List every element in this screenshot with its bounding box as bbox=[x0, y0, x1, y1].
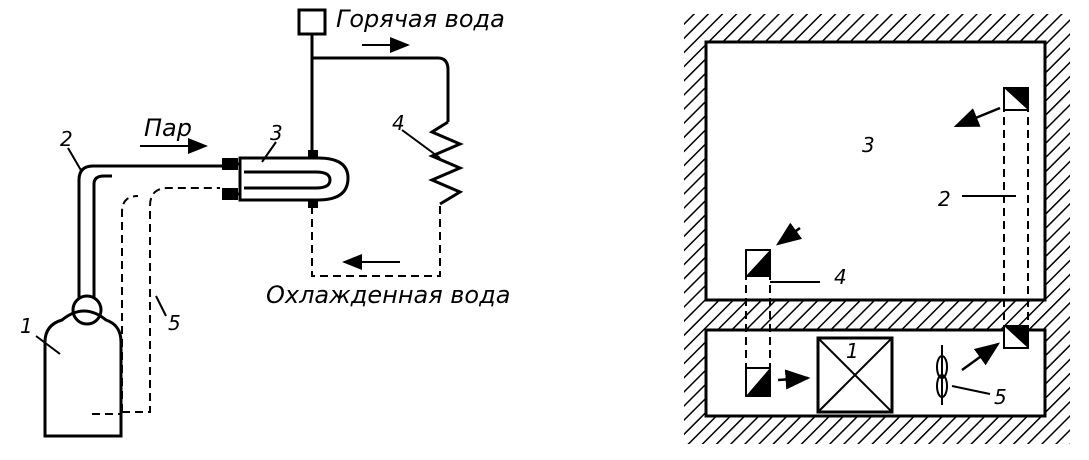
label-4: 4 bbox=[834, 265, 847, 289]
left-diagram: Горячая вода Пар Охлажденная вода 1 2 3 … bbox=[20, 5, 510, 438]
right-diagram: 3 2 4 1 5 bbox=[684, 14, 1070, 444]
steam-pipe bbox=[77, 164, 224, 298]
hot-water-line bbox=[297, 8, 450, 150]
return-air-arrow bbox=[775, 222, 803, 246]
grille-top-right bbox=[1003, 87, 1029, 111]
label-3: 3 bbox=[862, 133, 875, 157]
boiler bbox=[43, 294, 123, 438]
cooled-water-label: Охлажденная вода bbox=[266, 281, 510, 309]
grille-left-upper bbox=[745, 249, 771, 277]
label-5: 5 bbox=[168, 311, 181, 335]
return-duct bbox=[745, 272, 771, 396]
air-vent-box bbox=[297, 8, 327, 36]
heat-exchanger bbox=[222, 150, 350, 208]
air-handler-unit bbox=[816, 336, 894, 414]
grille-bottom-right bbox=[1003, 325, 1029, 349]
steam-label: Пар bbox=[144, 114, 192, 142]
label-2: 2 bbox=[938, 187, 951, 211]
label-1: 1 bbox=[846, 339, 859, 363]
into-unit-arrow bbox=[777, 369, 811, 390]
supply-air-arrow bbox=[953, 106, 1001, 128]
label-1: 1 bbox=[20, 314, 33, 338]
return-pipe-dashed bbox=[121, 187, 220, 413]
hot-water-label: Горячая вода bbox=[336, 5, 505, 33]
label-4: 4 bbox=[392, 111, 405, 135]
fan bbox=[936, 345, 948, 405]
radiator-coil bbox=[428, 120, 464, 206]
label-3: 3 bbox=[270, 121, 283, 145]
grille-left-lower bbox=[745, 367, 771, 397]
label-5: 5 bbox=[994, 385, 1007, 409]
fan-outlet-arrow bbox=[961, 342, 1001, 372]
label-2: 2 bbox=[60, 127, 73, 151]
supply-duct bbox=[1003, 104, 1029, 326]
boiler-valve-circle bbox=[71, 294, 103, 326]
cooled-water-line bbox=[311, 206, 441, 277]
